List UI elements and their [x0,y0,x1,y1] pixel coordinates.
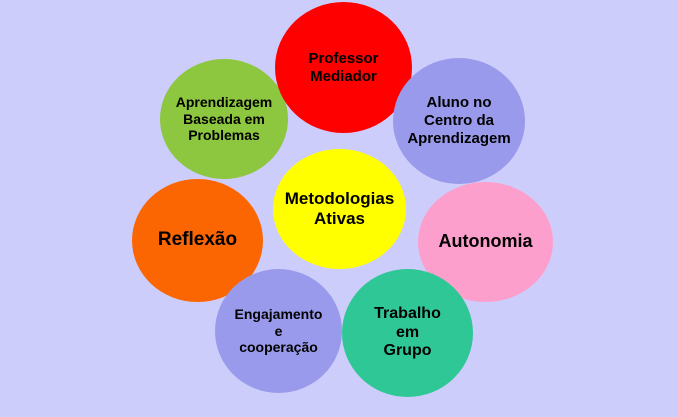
circle-aluno-no-centro-da-aprendizagem: Aluno no Centro da Aprendizagem [393,58,525,184]
circle-metodologias-ativas: Metodologias Ativas [273,149,406,269]
circle-engajamento-e-cooperacao: Engajamento e cooperação [215,269,342,393]
circle-reflexao: Reflexão [132,179,263,302]
circle-professor-mediador: Professor Mediador [275,2,412,133]
circle-aprendizagem-baseada-em-problemas: Aprendizagem Baseada em Problemas [160,59,288,179]
circle-trabalho-em-grupo: Trabalho em Grupo [342,269,473,397]
